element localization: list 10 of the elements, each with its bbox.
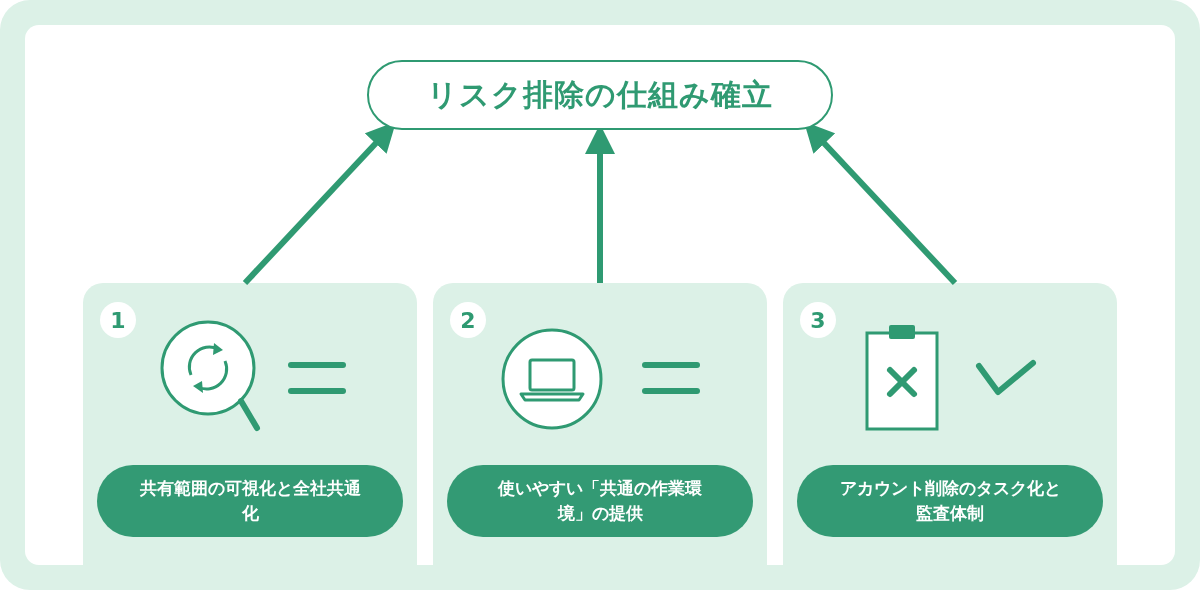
step-number: 2 [450,302,486,338]
goal-box: リスク排除の仕組み確立 [367,60,833,130]
label-pill: 使いやすい「共通の作業環境」の提供 [447,465,753,537]
label-pill: アカウント削除のタスク化と監査体制 [797,465,1103,537]
panel [433,283,767,565]
label-pill: 共有範囲の可視化と全社共通化 [97,465,403,537]
step-number: 3 [800,302,836,338]
panel [783,283,1117,565]
step-number: 1 [100,302,136,338]
panel [83,283,417,565]
